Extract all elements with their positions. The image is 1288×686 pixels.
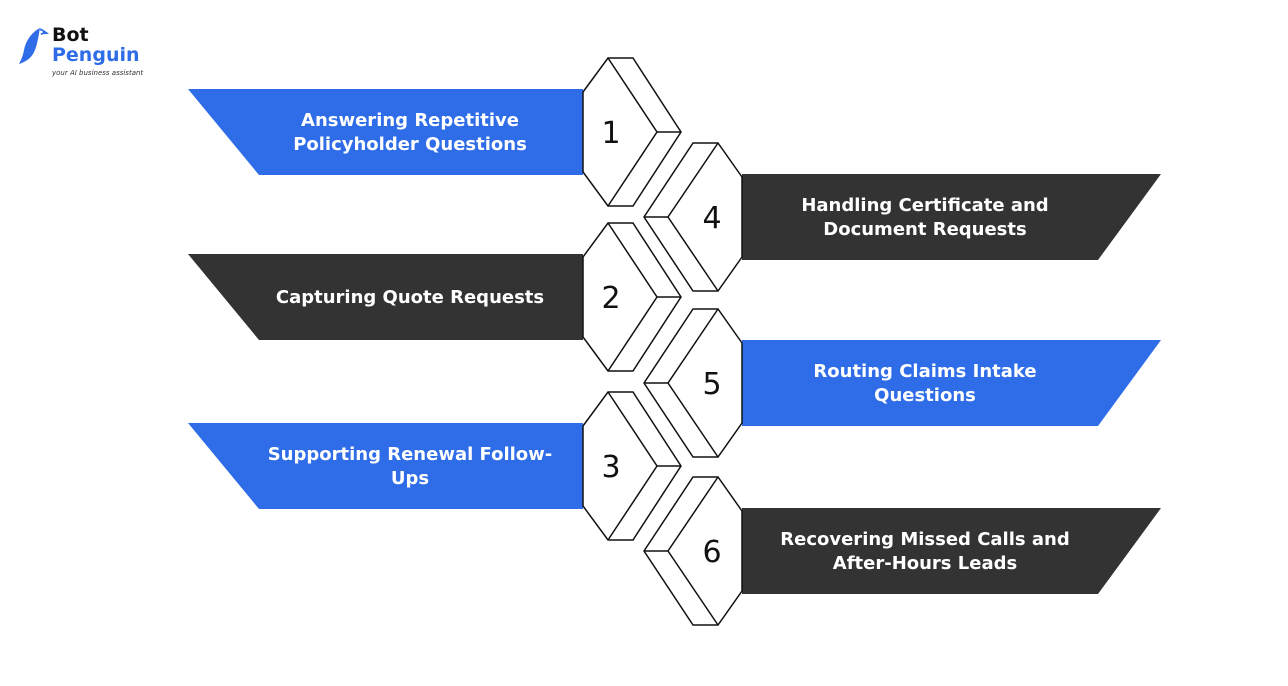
step-1-number: 1 xyxy=(601,116,620,151)
step-4-banner xyxy=(742,174,1161,260)
step-2-label: Capturing Quote Requests xyxy=(276,287,544,308)
step-3-hex-block xyxy=(582,391,682,541)
brand-tagline: your AI business assistant xyxy=(52,69,144,77)
step-3-label-line: Ups xyxy=(391,468,429,489)
brand-name-line1: Bot xyxy=(52,24,89,46)
step-2-hex-block xyxy=(582,222,682,372)
step-3: 3 Supporting Renewal Follow- Ups xyxy=(188,391,682,541)
step-2: 2 Capturing Quote Requests xyxy=(188,222,682,372)
step-1-banner xyxy=(188,89,583,175)
step-4-hex-block xyxy=(643,142,743,292)
brand-name-line2: Penguin xyxy=(52,44,140,66)
step-3-label-line: Supporting Renewal Follow- xyxy=(268,444,553,465)
step-2-banner xyxy=(188,254,583,340)
step-4-number: 4 xyxy=(702,201,721,236)
step-6-banner xyxy=(742,508,1161,594)
step-5-hex-block xyxy=(643,308,743,458)
step-1-label-line: Answering Repetitive xyxy=(301,110,519,131)
step-5-label-line: Routing Claims Intake xyxy=(813,361,1036,382)
step-1-hex-block xyxy=(582,57,682,207)
brand-logo: Bot Penguin your AI business assistant xyxy=(18,24,148,84)
step-6-label-line: Recovering Missed Calls and xyxy=(780,529,1069,550)
step-5-number: 5 xyxy=(702,367,721,402)
step-3-label: Supporting Renewal Follow- Ups xyxy=(268,444,553,489)
step-1-label-line: Policyholder Questions xyxy=(293,134,527,155)
step-4-label-line: Document Requests xyxy=(823,219,1026,240)
step-6-number: 6 xyxy=(702,535,721,570)
penguin-logo-icon xyxy=(19,28,49,64)
step-6-hex-block xyxy=(643,476,743,626)
step-3-banner xyxy=(188,423,583,509)
step-3-number: 3 xyxy=(601,450,620,485)
step-4-label-line: Handling Certificate and xyxy=(801,195,1048,216)
step-5-banner xyxy=(742,340,1161,426)
step-2-label-line: Capturing Quote Requests xyxy=(276,287,544,308)
step-2-number: 2 xyxy=(601,281,620,316)
step-5-label-line: Questions xyxy=(874,385,976,406)
step-6-label-line: After-Hours Leads xyxy=(833,553,1017,574)
